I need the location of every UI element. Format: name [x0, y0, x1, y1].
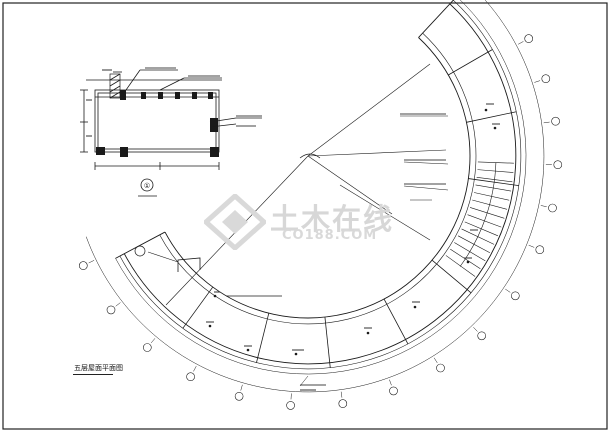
outer-wall-2 — [120, 0, 521, 369]
roof-drain-mark — [467, 261, 470, 264]
axis-bubble — [511, 292, 519, 300]
axis-leader — [434, 358, 437, 363]
axis-bubble — [525, 35, 533, 43]
plan-annotations — [206, 104, 500, 390]
partition-wall — [325, 317, 330, 368]
axis-bubble — [478, 332, 486, 340]
axis-bubble — [554, 161, 562, 169]
roof-drain-mark — [367, 332, 370, 335]
axis-leader — [193, 366, 196, 371]
axis-bubble — [390, 387, 398, 395]
sector-line — [308, 64, 430, 156]
axis-bubble — [552, 117, 560, 125]
end-wall — [418, 0, 456, 38]
roof-drain-mark — [295, 353, 298, 356]
axis-bubble — [549, 204, 557, 212]
parapet-blocks — [96, 90, 219, 157]
axis-leader — [541, 205, 547, 206]
axis-leader — [151, 338, 155, 343]
axis-bubble — [287, 401, 295, 409]
sector-line — [340, 185, 430, 240]
drawing-title-underline — [73, 374, 113, 375]
sector-line — [308, 150, 446, 156]
roof-drain-mark — [494, 127, 497, 130]
axis-leader — [505, 289, 510, 292]
axis-leader — [389, 380, 391, 386]
partition-wall — [256, 313, 268, 362]
axis-bubbles — [79, 35, 562, 410]
partition-wall — [466, 112, 516, 123]
stair-treads — [446, 162, 514, 277]
axis-bubble — [187, 373, 195, 381]
axis-leader — [241, 385, 243, 391]
roof-drain-mark — [414, 306, 417, 309]
section-mark-circle — [135, 246, 145, 256]
axis-leader — [529, 245, 535, 247]
axis-leader — [89, 260, 94, 263]
axis-bubble — [143, 344, 151, 352]
axis-leader — [544, 122, 550, 123]
roof-drain-mark — [485, 109, 488, 112]
axis-bubble — [437, 364, 445, 372]
roof-drain-mark — [209, 325, 212, 328]
axis-leader — [473, 327, 477, 331]
axis-leader — [534, 81, 540, 83]
detail-section-drawing — [80, 68, 262, 170]
sector-line — [308, 156, 392, 214]
partition-wall — [384, 299, 408, 344]
partition-wall — [432, 260, 471, 293]
axis-bubble — [542, 75, 550, 83]
axis-leader — [518, 41, 523, 44]
note-leader — [404, 186, 448, 190]
roof-drain-mark — [247, 349, 250, 352]
end-wall — [116, 232, 165, 258]
axis-bubble — [235, 392, 243, 400]
roof-drain-mark — [214, 295, 217, 298]
axis-bubble — [79, 262, 87, 270]
outer-wall — [124, 4, 516, 364]
detail-marker-label: ① — [144, 182, 150, 190]
sector-line — [166, 156, 308, 305]
drawing-title: 五层屋面平面图 — [74, 364, 123, 373]
axis-leader — [116, 303, 121, 307]
axis-bubble — [107, 306, 115, 314]
partition-wall — [448, 50, 492, 76]
axis-bubble — [339, 400, 347, 408]
axis-bubble — [536, 246, 544, 254]
inner-corridor-wall-2 — [160, 33, 476, 324]
entrance-detail — [178, 258, 200, 272]
axis-leader — [341, 392, 342, 398]
inner-corridor-wall — [165, 38, 470, 318]
note-leader — [404, 162, 448, 164]
